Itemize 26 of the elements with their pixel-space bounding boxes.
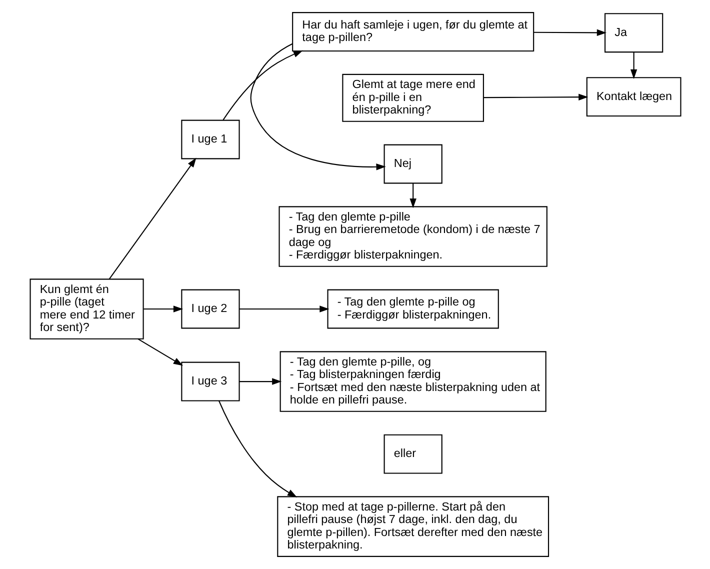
node-box: Kontakt lægen bbox=[586, 77, 681, 117]
arrow bbox=[409, 183, 416, 208]
arrow bbox=[238, 306, 329, 312]
node-box: Nej bbox=[383, 144, 442, 184]
arrow bbox=[238, 378, 282, 385]
node-box: Kun glemt én p-pille (taget mere end 12 timer for sent)? bbox=[29, 278, 144, 340]
arrow bbox=[143, 306, 183, 312]
node-box: eller bbox=[383, 434, 442, 474]
node-box: - Tag den glemte p-pille - Brug en barrieremetode (kondom) i de næste 7 dage og - Færdiggør blisterpakningen. bbox=[278, 206, 547, 267]
arrow bbox=[108, 158, 196, 280]
node-box: - Tag den glemte p-pille, og - Tag blisterpakningen færdig - Fortsæt med den næste blisterpakning uden at holde en pillefri pause. bbox=[279, 351, 546, 412]
arrow bbox=[218, 400, 297, 498]
node-box: Ja bbox=[604, 13, 663, 53]
node-box: - Tag den glemte p-pille og - Færdiggør blisterpakningen. bbox=[326, 289, 498, 329]
node-box: I uge 1 bbox=[180, 120, 240, 160]
node-box: I uge 3 bbox=[180, 362, 240, 402]
node-box: Har du haft samleje i ugen, før du glemte at tage p-pillen? bbox=[292, 12, 534, 52]
arrow bbox=[630, 52, 637, 79]
node-box: I uge 2 bbox=[180, 289, 240, 329]
arrow bbox=[483, 94, 588, 100]
arrow bbox=[250, 43, 386, 170]
arrow bbox=[222, 50, 303, 120]
node-box: Glemt at tage mere end én p-pille i en blisterpakning? bbox=[342, 74, 484, 122]
arrow bbox=[533, 29, 606, 36]
node-box: - Stop med at tage p-pillerne. Start på den pillefri pause (højst 7 dage, inkl. den dag, du glemte p-pillen). Fortsæt derefter med den næste blisterpakning. bbox=[276, 496, 549, 557]
arrow bbox=[137, 338, 183, 366]
